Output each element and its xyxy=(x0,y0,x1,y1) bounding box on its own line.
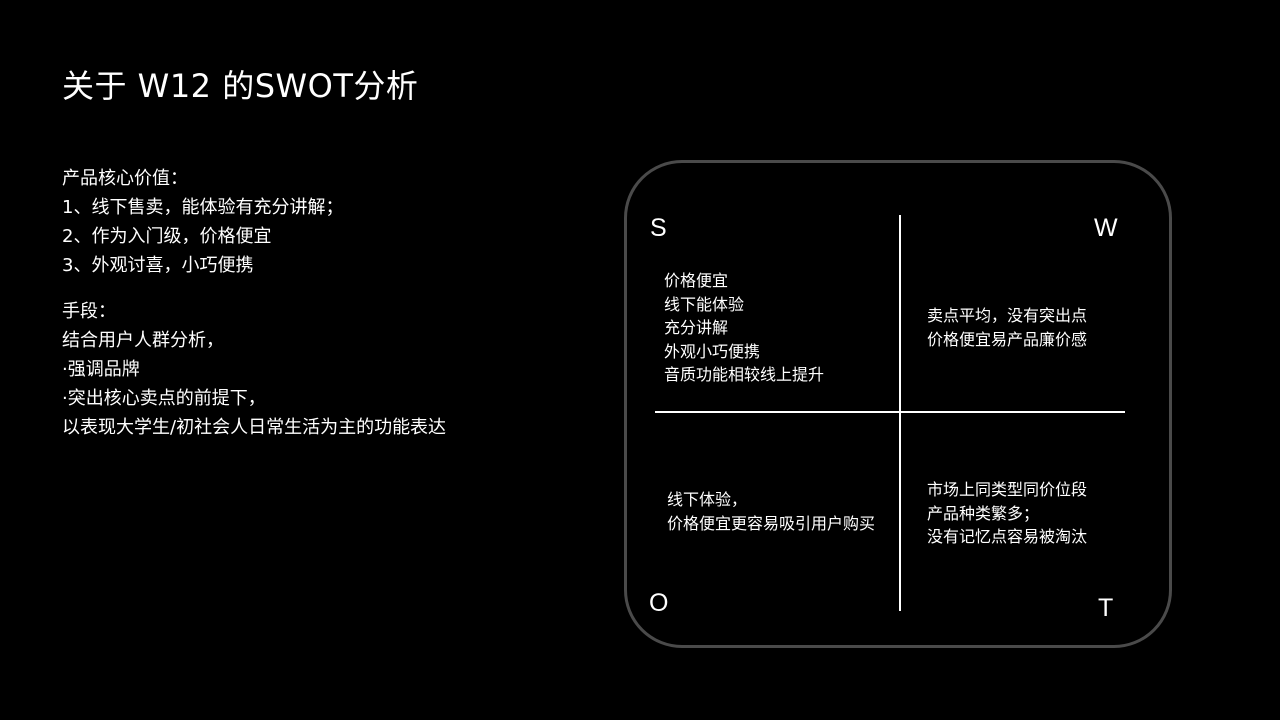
opportunity-item: 价格便宜更容易吸引用户购买 xyxy=(667,513,876,533)
swot-letter-o: O xyxy=(649,589,669,617)
threat-item: 产品种类繁多； xyxy=(927,503,1040,523)
weaknesses-quadrant: 卖点平均，没有突出点 价格便宜易产品廉价感 xyxy=(927,304,1087,351)
page-title: 关于 W12 的SWOT分析 xyxy=(62,67,419,105)
strength-item: 外观小巧便携 xyxy=(664,341,761,361)
weakness-item: 卖点平均，没有突出点 xyxy=(927,306,1088,325)
strength-item: 价格便宜 xyxy=(664,271,729,290)
swot-letter-s: S xyxy=(650,214,667,242)
means-item: 以表现大学生/初社会人日常生活为主的功能表达 xyxy=(62,417,447,438)
strengths-quadrant: 价格便宜 线下能体验 充分讲解 外观小巧便携 音质功能相较线上提升 xyxy=(664,269,824,387)
means-item: ·强调品牌 xyxy=(62,359,140,380)
opportunities-quadrant: 线下体验， 价格便宜更容易吸引用户购买 xyxy=(667,488,875,535)
means-item: ·突出核心卖点的前提下， xyxy=(62,388,266,409)
core-value-item: 3、外观讨喜，小巧便携 xyxy=(62,255,254,276)
strength-item: 线下能体验 xyxy=(664,294,745,314)
strength-item: 充分讲解 xyxy=(664,318,729,337)
core-value-item: 2、作为入门级，价格便宜 xyxy=(62,226,272,247)
means-heading: 手段： xyxy=(62,301,116,322)
core-value-item: 1、线下售卖，能体验有充分讲解； xyxy=(62,197,344,218)
threat-item: 没有记忆点容易被淘汰 xyxy=(927,527,1088,546)
strength-item: 音质功能相较线上提升 xyxy=(664,365,825,384)
section-spacer xyxy=(62,280,582,297)
swot-horizontal-axis xyxy=(655,411,1125,413)
swot-vertical-axis xyxy=(899,215,901,611)
means-item: 结合用户人群分析， xyxy=(62,330,224,351)
core-value-heading: 产品核心价值： xyxy=(62,168,188,189)
swot-frame xyxy=(624,160,1172,648)
core-value-section: 产品核心价值： 1、线下售卖，能体验有充分讲解； 2、作为入门级，价格便宜 3、… xyxy=(62,164,582,442)
threat-item: 市场上同类型同价位段 xyxy=(927,480,1088,499)
swot-letter-w: W xyxy=(1094,214,1118,242)
weakness-item: 价格便宜易产品廉价感 xyxy=(927,329,1088,349)
threats-quadrant: 市场上同类型同价位段 产品种类繁多； 没有记忆点容易被淘汰 xyxy=(927,478,1087,549)
swot-letter-t: T xyxy=(1098,594,1114,622)
opportunity-item: 线下体验， xyxy=(667,490,748,509)
